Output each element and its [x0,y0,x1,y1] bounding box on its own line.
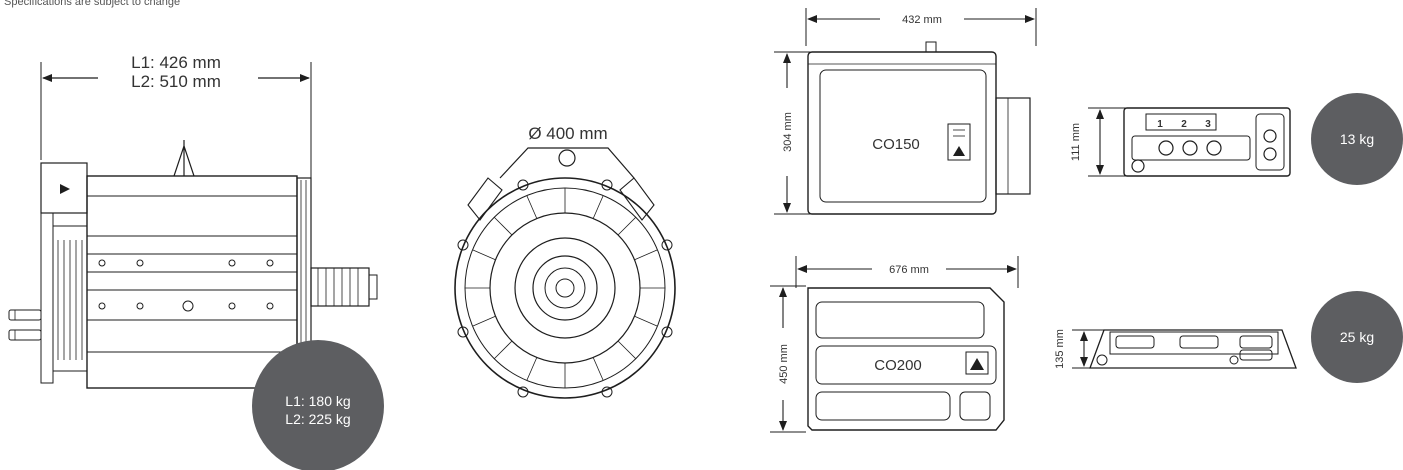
co200-weight-badge [1311,291,1403,383]
co200-weight: 25 kg [1340,329,1374,345]
motor-length-l2: L2: 510 mm [131,72,221,91]
co150-connector-3: 3 [1205,119,1211,130]
co150-width: 432 mm [902,14,942,26]
co200-top-view [770,256,1019,433]
co150-side-height: 111 mm [1070,123,1082,161]
co150-height: 304 mm [782,112,794,152]
motor-length-l1: L1: 426 mm [131,53,221,72]
co150-weight: 13 kg [1340,131,1374,147]
motor-front-view [454,147,676,399]
co150-connector-1: 1 [1157,119,1163,130]
co150-weight-badge [1311,93,1403,185]
co200-height: 450 mm [778,344,790,384]
co200-side-height: 135 mm [1054,329,1066,369]
motor-diameter: Ø 400 mm [528,124,607,143]
co150-connector-2: 2 [1181,119,1187,130]
motor-weight-l2: L2: 225 kg [285,411,350,427]
co150-side-view [1088,107,1291,177]
disclaimer-note: Specifications are subject to change [4,0,181,8]
co200-side-view [1072,329,1297,369]
co200-width: 676 mm [889,264,929,276]
co150-top-view [774,8,1037,215]
motor-side-view [8,62,378,389]
motor-weight-badge [252,340,384,470]
co150-label: CO150 [872,136,920,153]
motor-weight-l1: L1: 180 kg [285,393,350,409]
co200-label: CO200 [874,357,922,374]
